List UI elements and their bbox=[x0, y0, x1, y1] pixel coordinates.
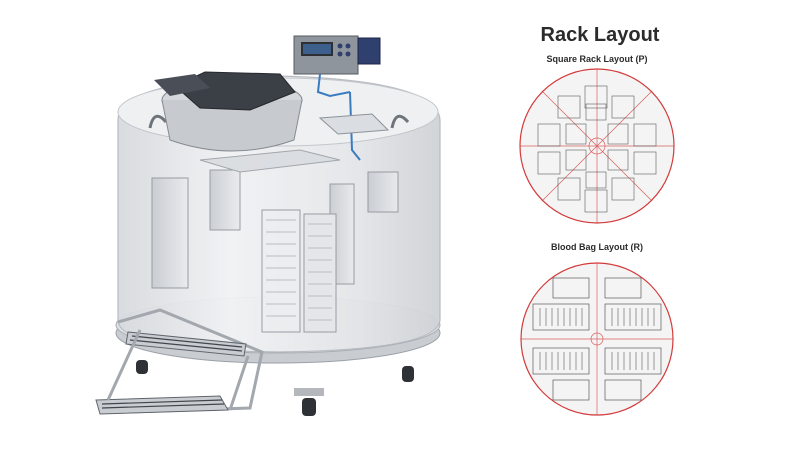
square-rack-layout-diagram bbox=[519, 68, 675, 224]
controller-display-icon bbox=[303, 44, 331, 54]
square-rack-layout-label: Square Rack Layout (P) bbox=[546, 54, 648, 64]
access-steps bbox=[95, 308, 264, 415]
internal-racks bbox=[151, 149, 399, 333]
blood-bag-layout-label: Blood Bag Layout (R) bbox=[551, 242, 643, 252]
blood-bag-layout-diagram bbox=[520, 262, 674, 416]
tank-wheels bbox=[136, 360, 414, 416]
rack-layout-title: Rack Layout bbox=[540, 24, 660, 46]
